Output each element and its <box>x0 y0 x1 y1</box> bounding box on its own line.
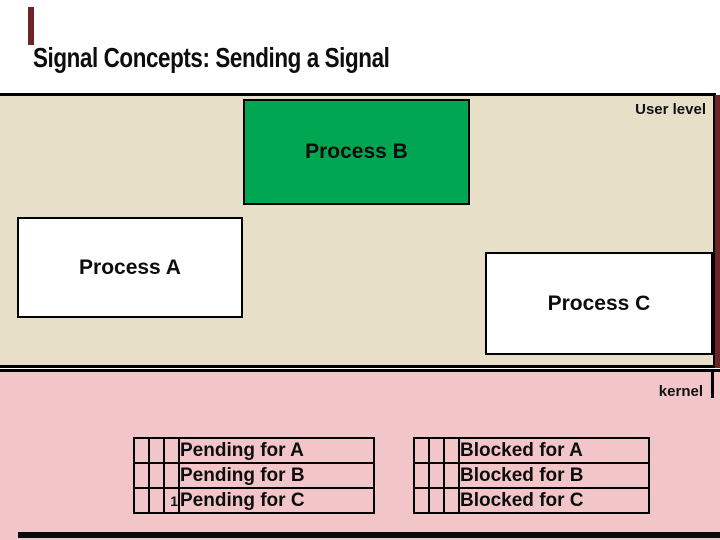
process-b-label: Process B <box>305 140 408 163</box>
signal-bit-cell <box>148 462 165 489</box>
process-a-label: Process A <box>79 255 181 279</box>
blocked-row-b: Blocked for B <box>413 462 650 489</box>
signal-bit-cell <box>413 487 430 514</box>
pending-row-a: Pending for A <box>133 437 375 464</box>
signal-bit-cell <box>133 437 150 464</box>
slide-edge-artifact-bottom <box>18 532 720 538</box>
signal-bit-cell <box>443 437 460 464</box>
kernel-label: kernel <box>658 383 703 400</box>
user-level-label: User level <box>635 101 706 118</box>
process-c-label: Process C <box>547 291 651 315</box>
pending-label-c: Pending for C <box>178 487 375 514</box>
signal-bit-cell <box>443 462 460 489</box>
kernel-region-border-fragment <box>711 371 714 398</box>
signal-bit-cell <box>148 437 165 464</box>
signal-bit-cell <box>133 487 150 514</box>
pending-signals-table: Pending for A Pending for B 1 Pending fo… <box>133 437 375 514</box>
blocked-label-a: Blocked for A <box>458 437 650 464</box>
slide-edge-artifact-top-left <box>28 7 34 45</box>
signal-bit-cell <box>133 462 150 489</box>
slide-edge-artifact-right <box>715 95 720 368</box>
blocked-label-c: Blocked for C <box>458 487 650 514</box>
signal-bit-cell <box>163 462 180 489</box>
pending-row-b: Pending for B <box>133 462 375 489</box>
signal-bit-cell <box>428 487 445 514</box>
signal-bit-cell <box>148 487 165 514</box>
blocked-signals-table: Blocked for A Blocked for B Blocked for … <box>413 437 650 514</box>
process-a-box: Process A <box>17 217 243 318</box>
pending-row-c: 1 Pending for C <box>133 487 375 514</box>
pending-label-a: Pending for A <box>178 437 375 464</box>
signal-bit-cell <box>413 462 430 489</box>
blocked-label-b: Blocked for B <box>458 462 650 489</box>
signal-bit-cell <box>413 437 430 464</box>
process-b-box: Process B <box>243 99 470 205</box>
pending-label-b: Pending for B <box>178 462 375 489</box>
signal-bit-cell <box>428 462 445 489</box>
signal-bit-cell <box>428 437 445 464</box>
blocked-row-c: Blocked for C <box>413 487 650 514</box>
blocked-row-a: Blocked for A <box>413 437 650 464</box>
signal-bit-cell <box>163 437 180 464</box>
signal-bit-cell <box>443 487 460 514</box>
process-c-box: Process C <box>485 252 713 355</box>
signal-count-cell: 1 <box>163 487 180 514</box>
slide-title: Signal Concepts: Sending a Signal <box>33 42 390 73</box>
